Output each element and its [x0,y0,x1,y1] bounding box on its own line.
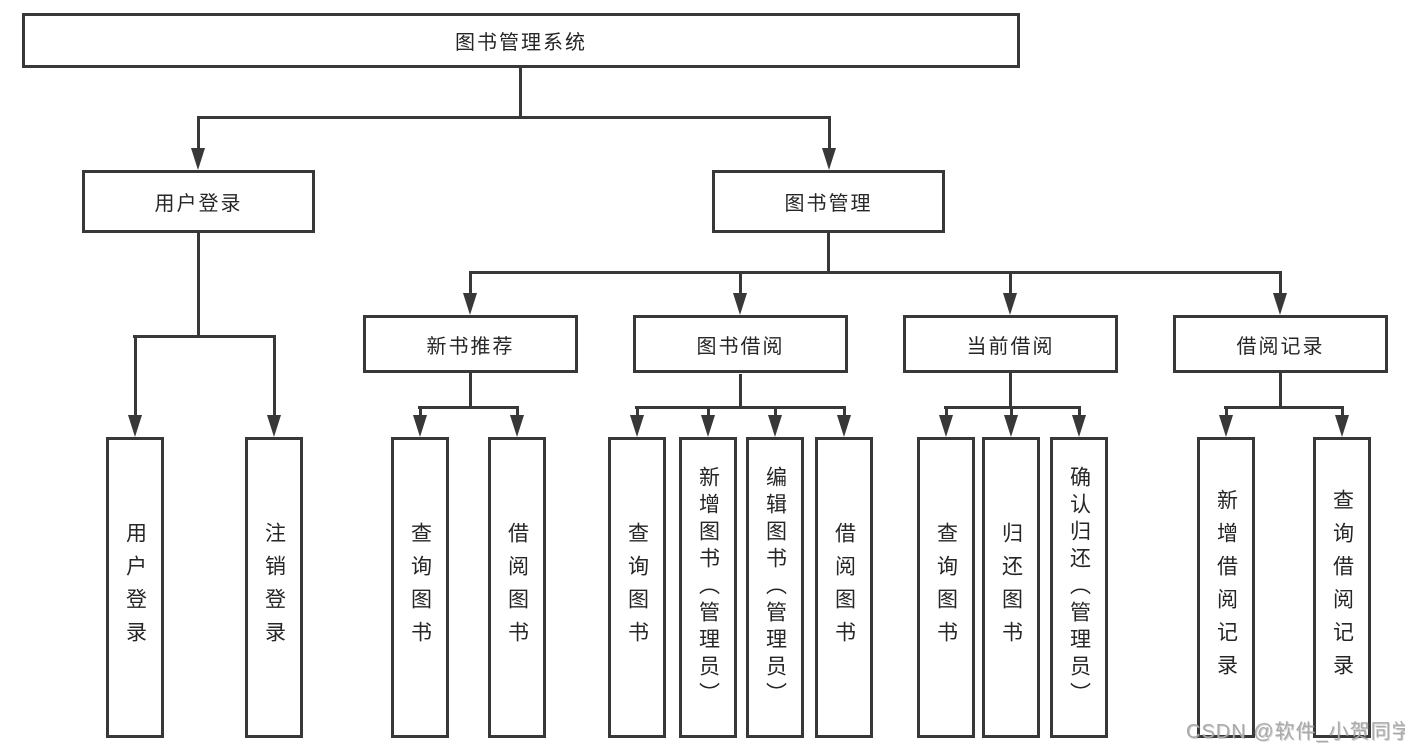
arrow-down-icon [1219,408,1233,437]
node-user-login: 用户登录 [82,170,315,233]
arrow-down-icon [191,116,205,170]
arrow-down-icon [1003,273,1017,315]
connector-module-split [418,406,519,409]
node-label: 归还图书 [999,521,1023,654]
node-label: 借阅记录 [1236,335,1325,358]
node-current-borrow: 当前借阅 [903,315,1118,373]
node-library-system: 图书管理系统 [22,13,1020,68]
arrow-down-icon [822,116,836,170]
node-label: 图书借阅 [696,335,785,358]
node-label: 确认归还（管理员） [1067,466,1091,709]
connector-module-split [635,406,846,409]
node-label: 查询图书 [625,521,649,654]
node-leaf-query-book: 查询图书 [917,437,975,738]
arrow-down-icon [128,337,142,437]
node-borrow-records: 借阅记录 [1173,315,1388,373]
node-leaf-edit-book-admin: 编辑图书（管理员） [746,437,804,738]
arrow-down-icon [413,408,427,437]
arrow-down-icon [510,408,524,437]
node-leaf-query-book: 查询图书 [608,437,666,738]
arrow-down-icon [1004,408,1018,437]
node-label: 图书管理 [784,193,873,215]
arrow-down-icon [267,337,281,437]
node-label: 新增借阅记录 [1214,488,1238,687]
connector-user-login-split [133,335,276,338]
arrow-down-icon [939,408,953,437]
connector-root-stem [519,68,522,118]
node-label: 查询图书 [408,521,432,654]
node-leaf-logout: 注销登录 [245,437,303,738]
node-label: 用户登录 [123,521,147,654]
node-label: 新增图书（管理员） [696,466,720,709]
node-label: 当前借阅 [966,335,1055,358]
arrow-down-icon [1273,273,1287,315]
node-label: 图书管理系统 [455,32,587,54]
connector-module-stem [1279,371,1282,408]
arrow-down-icon [701,408,715,437]
node-label: 用户登录 [154,193,243,215]
arrow-down-icon [630,408,644,437]
arrow-down-icon [837,408,851,437]
node-book-borrow: 图书借阅 [633,315,848,373]
connector-module-stem [469,371,472,408]
node-new-book-recommend: 新书推荐 [363,315,578,373]
node-label: 新书推荐 [426,335,515,358]
node-leaf-add-borrow-record: 新增借阅记录 [1197,437,1255,738]
node-label: 查询图书 [934,521,958,654]
node-label: 借阅图书 [832,521,856,654]
connector-book-mgmt-split [469,271,1282,274]
arrow-down-icon [463,273,477,315]
node-leaf-query-borrow-record: 查询借阅记录 [1313,437,1371,738]
arrow-down-icon [733,273,747,315]
arrow-down-icon [1072,408,1086,437]
connector-user-login-stem [197,231,200,337]
connector-module-stem [739,374,742,408]
node-leaf-borrow-book: 借阅图书 [488,437,546,738]
connector-module-split [944,406,1081,409]
node-label: 编辑图书（管理员） [763,466,787,709]
node-leaf-add-book-admin: 新增图书（管理员） [679,437,737,738]
node-label: 借阅图书 [505,521,529,654]
node-leaf-query-book: 查询图书 [391,437,449,738]
watermark: CSDN @软件_小贺同学 [1186,721,1405,743]
node-leaf-confirm-return-admin: 确认归还（管理员） [1050,437,1108,738]
connector-module-split [1224,406,1344,409]
node-leaf-borrow-book: 借阅图书 [815,437,873,738]
arrow-down-icon [1335,408,1349,437]
node-label: 注销登录 [262,521,286,654]
node-book-management: 图书管理 [712,170,945,233]
connector-root-split [197,116,830,119]
connector-book-mgmt-stem [827,231,830,273]
node-leaf-user-login: 用户登录 [106,437,164,738]
node-leaf-return-book: 归还图书 [982,437,1040,738]
connector-module-stem [1009,371,1012,408]
arrow-down-icon [768,408,782,437]
node-label: 查询借阅记录 [1330,488,1354,687]
